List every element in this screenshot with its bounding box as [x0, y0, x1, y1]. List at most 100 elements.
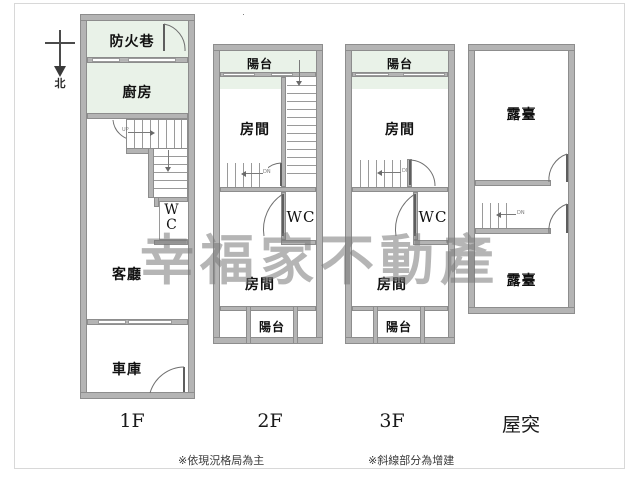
room-label-living-room: 客廳	[112, 267, 142, 283]
stair-tread	[287, 133, 316, 134]
stair-direction-line-2f-down	[245, 173, 263, 174]
note-hatching-disclaimer: ※斜線部分為增建	[368, 454, 455, 467]
compass-label: 北	[54, 77, 66, 90]
room-label-wc-3f: WC	[418, 208, 448, 226]
stair-tread	[158, 120, 159, 148]
wall-2f-bottom	[213, 337, 323, 344]
wall-3f-right	[448, 44, 455, 344]
door-swing-1f-firelane	[163, 23, 186, 52]
window-2f-b	[271, 73, 293, 76]
wall-2f-balcony-bottom-left	[246, 306, 251, 344]
door-swing-roof-lower	[548, 203, 568, 234]
wall-3f-balcony-bottom-right	[420, 306, 425, 344]
wall-roof-left	[468, 44, 475, 314]
stair-tread	[287, 101, 316, 102]
wall-3f-balcony-rail	[352, 72, 448, 77]
stair-tread	[360, 160, 361, 187]
stair-tread	[227, 163, 228, 187]
window-1f-b	[128, 58, 176, 62]
window-2f-a	[223, 73, 255, 76]
wall-2f-balcony-bottom-right	[293, 306, 298, 344]
wall-1f-kitchen-bottom	[87, 113, 188, 119]
wc-letter-w: W	[164, 202, 180, 218]
wall-3f-top	[345, 44, 455, 51]
room-label-garage: 車庫	[112, 362, 142, 378]
room-1f-kitchen	[87, 63, 188, 113]
window-1f-c	[98, 320, 126, 324]
window-3f-a	[355, 73, 389, 76]
stair-tread	[392, 160, 393, 187]
stair-tread	[174, 120, 175, 148]
stair-tread	[142, 120, 143, 148]
room-1f-wc	[159, 202, 188, 240]
room-label-wc-2f: WC	[286, 208, 316, 226]
wall-2f-wc-bottom	[281, 240, 316, 245]
stair-tread	[490, 203, 491, 228]
stair-direction-arrow-3f	[377, 170, 382, 176]
stair-tread	[287, 165, 316, 166]
room-label-bedroom-3f-upper: 房間	[385, 122, 415, 138]
stair-up-mark: UP	[122, 127, 129, 133]
stair-tread	[235, 163, 236, 187]
wall-1f-left	[80, 14, 87, 399]
stair-tread	[287, 141, 316, 142]
floor-plan-2f: 陽台 房間	[213, 44, 323, 344]
window-3f-b	[403, 73, 445, 76]
stair-tread	[287, 117, 316, 118]
stair-tread	[400, 160, 401, 187]
stair-tread	[482, 203, 483, 228]
stair-direction-arrow-roof	[496, 212, 501, 218]
room-label-balcony-2f-bottom: 陽台	[258, 320, 285, 334]
wall-1f-right	[188, 14, 195, 399]
floor-plan-3f: 陽台 房間 DN WC 房間	[345, 44, 455, 344]
stair-direction-line-roof	[500, 214, 516, 215]
wall-2f-balcony-bottom-top	[220, 306, 316, 311]
wall-2f-top	[213, 44, 323, 51]
stair-direction-line-3f	[381, 172, 401, 173]
stair-tread	[149, 180, 187, 181]
stairs-2f	[286, 77, 316, 185]
stair-direction-arrow-2f-down	[241, 171, 246, 177]
floor-plan-1f: 防火巷 廚房 UP	[80, 14, 244, 399]
wall-3f-balcony-bottom-left	[373, 306, 378, 344]
wall-3f-balcony-bottom-top	[352, 306, 448, 311]
room-label-wc-1f: W C	[159, 203, 185, 233]
room-label-terrace-upper: 露臺	[506, 107, 537, 123]
stair-tread	[149, 188, 187, 189]
wall-3f-bottom	[345, 337, 455, 344]
room-label-bedroom-2f-lower: 房間	[245, 277, 275, 293]
wall-1f-bottom	[80, 392, 195, 399]
stairs-roof	[475, 202, 527, 228]
room-3f-balcony-top	[352, 51, 448, 89]
stair-tread	[368, 160, 369, 187]
stair-tread	[287, 109, 316, 110]
compass-crossbar	[45, 42, 75, 44]
stair-tread	[384, 160, 385, 187]
stair-dn-mark: DN	[263, 169, 271, 175]
floor-caption-2f: 2F	[257, 410, 283, 432]
door-swing-3f-upper	[409, 159, 436, 187]
wall-1f-wc-left	[154, 197, 159, 207]
wall-2f-left	[213, 44, 220, 344]
stair-tread	[259, 163, 260, 187]
wall-3f-mid	[352, 187, 448, 192]
stair-tread	[376, 160, 377, 187]
floor-caption-rooftop: 屋突	[501, 414, 540, 436]
compass-north-icon: 北	[40, 28, 80, 90]
stair-tread	[506, 203, 507, 228]
room-label-balcony-3f-top: 陽台	[386, 57, 413, 71]
stair-direction-line-2f	[299, 60, 300, 82]
room-label-bedroom-3f-lower: 房間	[377, 277, 407, 293]
stair-tread	[149, 172, 187, 173]
compass-stem	[59, 30, 61, 74]
floor-plan-rooftop: 露臺 DN 露臺	[468, 44, 575, 314]
stair-mark-roof: DN	[517, 210, 525, 216]
stair-mark-3f: DN	[402, 168, 410, 174]
wall-roof-bottom	[468, 307, 575, 314]
wall-3f-wc-bottom	[413, 240, 448, 245]
door-swing-1f-garage	[149, 366, 185, 394]
room-label-terrace-lower: 露臺	[506, 273, 537, 289]
window-1f-a	[92, 58, 120, 62]
wall-1f-wc-bottom	[154, 240, 188, 245]
